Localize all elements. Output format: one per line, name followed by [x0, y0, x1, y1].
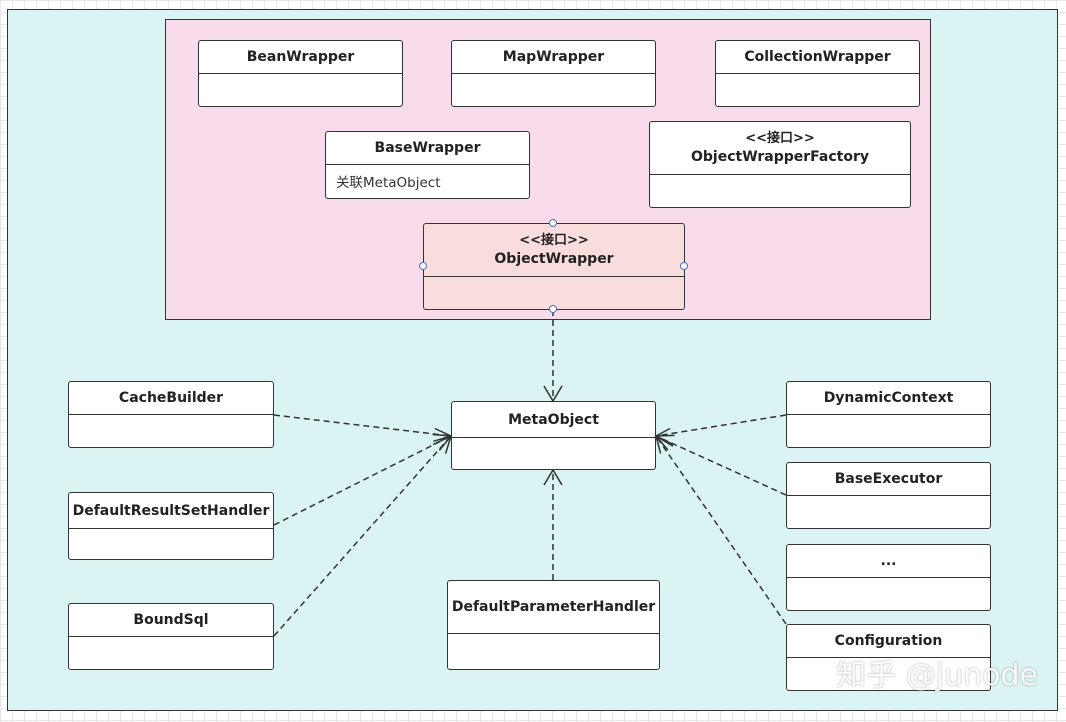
- class-map-wrapper[interactable]: MapWrapper: [451, 40, 656, 107]
- class-body: [69, 529, 273, 537]
- class-collection-wrapper[interactable]: CollectionWrapper: [715, 40, 920, 107]
- arrowhead-configuration: [654, 434, 674, 454]
- class-name: ObjectWrapper: [494, 251, 614, 267]
- class-body: 关联MetaObject: [336, 175, 441, 191]
- interface-header: <<接口>> ObjectWrapper: [424, 224, 684, 277]
- arrowhead-bottom: [543, 468, 563, 486]
- class-name: CacheBuilder: [69, 382, 273, 415]
- class-body: [424, 277, 684, 285]
- class-body: [69, 415, 273, 423]
- watermark: 知乎 @junode: [836, 658, 1038, 693]
- stereotype-label: <<接口>>: [745, 131, 815, 146]
- selection-handle-top[interactable]: [549, 219, 557, 227]
- connector-cachebuilder-to-metaobject: [273, 414, 452, 437]
- class-name: MetaObject: [452, 402, 655, 438]
- selection-handle-bottom[interactable]: [549, 305, 557, 313]
- connector-baseexecutor-to-metaobject: [655, 435, 787, 496]
- class-name: DefaultParameterHandler: [448, 581, 659, 634]
- class-name: DefaultResultSetHandler: [69, 493, 273, 529]
- class-dynamic-context[interactable]: DynamicContext: [786, 381, 991, 448]
- stereotype-label: <<接口>>: [519, 233, 589, 248]
- class-name: MapWrapper: [452, 41, 655, 74]
- interface-object-wrapper[interactable]: <<接口>> ObjectWrapper: [423, 223, 685, 310]
- class-body: [448, 634, 659, 642]
- class-name: BaseExecutor: [787, 463, 990, 496]
- class-body: [787, 415, 990, 423]
- class-body: [787, 496, 990, 504]
- connector-dynamiccontext-to-metaobject: [655, 414, 787, 437]
- class-body: [452, 74, 655, 82]
- class-name: CollectionWrapper: [716, 41, 919, 74]
- class-name: ...: [787, 545, 990, 578]
- class-body: [452, 438, 655, 446]
- class-base-executor[interactable]: BaseExecutor: [786, 462, 991, 529]
- connector-defaultresultsethandler-to-metaobject: [273, 435, 452, 526]
- class-name: BeanWrapper: [199, 41, 402, 74]
- class-default-parameter-handler[interactable]: DefaultParameterHandler: [447, 580, 660, 670]
- class-base-wrapper[interactable]: BaseWrapper 关联MetaObject: [325, 131, 530, 199]
- class-body: [69, 637, 273, 645]
- class-body: [787, 578, 990, 586]
- selection-handle-right[interactable]: [680, 262, 688, 270]
- connector-configuration-to-metaobject: [655, 435, 787, 625]
- class-cache-builder[interactable]: CacheBuilder: [68, 381, 274, 448]
- class-name: DynamicContext: [787, 382, 990, 415]
- class-body: [716, 74, 919, 82]
- class-bound-sql[interactable]: BoundSql: [68, 603, 274, 670]
- class-default-result-set-handler[interactable]: DefaultResultSetHandler: [68, 492, 274, 560]
- class-configuration[interactable]: Configuration: [786, 624, 991, 691]
- interface-object-wrapper-factory[interactable]: <<接口>> ObjectWrapperFactory: [649, 121, 911, 208]
- class-name: BaseWrapper: [326, 132, 529, 165]
- class-ellipsis[interactable]: ...: [786, 544, 991, 611]
- class-name: Configuration: [787, 625, 990, 658]
- connector-boundsql-to-metaobject: [273, 435, 452, 637]
- class-body: [650, 175, 910, 183]
- class-name: ObjectWrapperFactory: [690, 149, 870, 165]
- class-meta-object[interactable]: MetaObject: [451, 401, 656, 470]
- interface-header: <<接口>> ObjectWrapperFactory: [650, 122, 910, 175]
- class-body: [199, 74, 402, 82]
- class-name: BoundSql: [69, 604, 273, 637]
- class-bean-wrapper[interactable]: BeanWrapper: [198, 40, 403, 107]
- selection-handle-left[interactable]: [419, 262, 427, 270]
